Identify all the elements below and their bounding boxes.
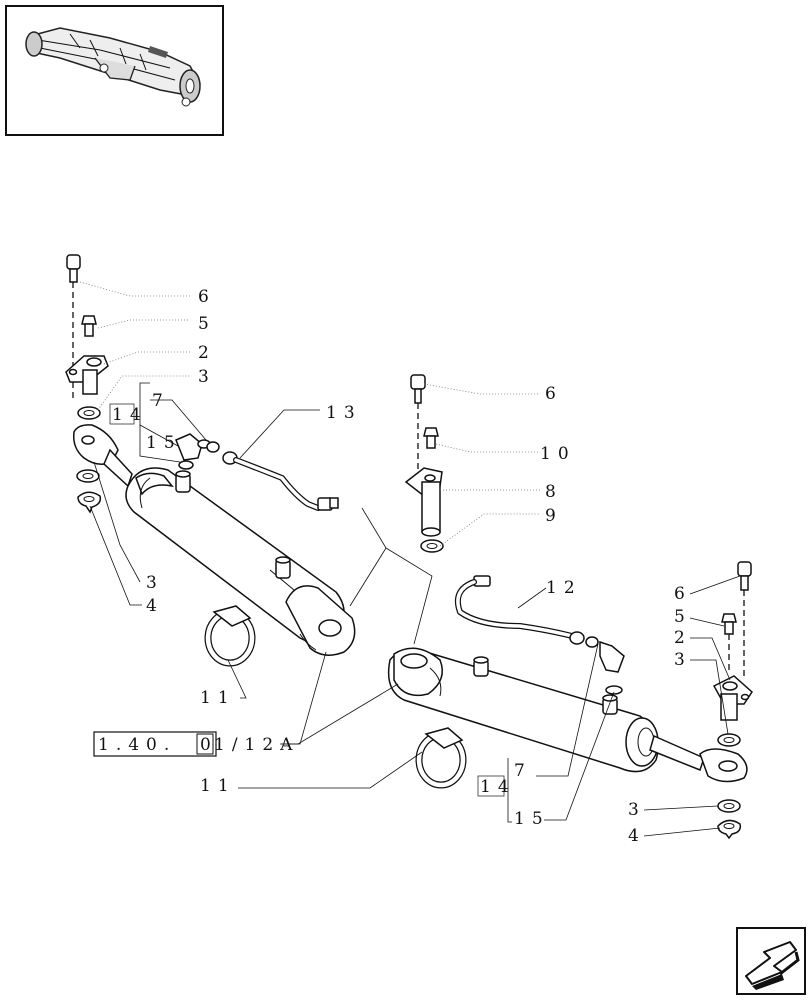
right-lower-washer[interactable] [717, 799, 741, 813]
left-seal[interactable] [178, 460, 194, 470]
center-nipple-callout[interactable]: 10 [540, 444, 576, 464]
center-bolt[interactable] [410, 374, 426, 470]
right-bolt-callout[interactable]: 6 [674, 584, 685, 604]
left-washer-top-callout[interactable]: 3 [198, 367, 209, 387]
center-parts [404, 374, 444, 553]
right-circlip[interactable] [717, 819, 742, 840]
left-cylinder-assembly [65, 254, 356, 667]
right-hose[interactable] [454, 575, 585, 645]
left-pin[interactable] [65, 355, 109, 395]
reference-boxed-digit: 0 [200, 735, 211, 755]
left-nipple-callout[interactable]: 5 [198, 314, 209, 334]
right-union[interactable] [585, 636, 625, 673]
left-washer-bottom-callout[interactable]: 3 [146, 573, 157, 593]
left-lower-washer[interactable] [76, 469, 100, 483]
callout-labels: 6 5 2 3 14 7 15 13 3 4 11 1.40. 0 1/12A … [93, 287, 685, 846]
center-sleeve-callout[interactable]: 8 [545, 482, 556, 502]
reference-box[interactable]: 1.40. 0 1/12A [93, 731, 299, 757]
left-grease-nipple[interactable] [81, 315, 97, 337]
left-clamp-callout[interactable]: 11 [200, 688, 236, 708]
reference-suffix: 1/12A [214, 735, 299, 755]
right-bolt[interactable] [737, 561, 752, 680]
right-washer-top-callout[interactable]: 3 [674, 650, 685, 670]
right-rod-eye[interactable] [699, 748, 748, 783]
left-seal-callout[interactable]: 15 [146, 433, 182, 453]
left-upper-washer[interactable] [77, 406, 101, 420]
leader-lines [79, 281, 741, 837]
right-nipple-callout[interactable]: 5 [674, 607, 685, 627]
right-clamp-callout[interactable]: 11 [200, 776, 236, 796]
left-bolt[interactable] [66, 254, 81, 400]
center-bolt-callout[interactable]: 6 [545, 384, 556, 404]
right-seal[interactable] [605, 685, 623, 695]
left-hose-callout[interactable]: 13 [326, 403, 362, 423]
left-union[interactable] [175, 433, 220, 461]
right-clamp[interactable] [415, 727, 467, 789]
left-bolt-callout[interactable]: 6 [198, 287, 209, 307]
right-grease-nipple[interactable] [721, 613, 737, 672]
center-sleeve[interactable] [404, 467, 443, 537]
arrow-left-down-icon [745, 941, 800, 990]
left-hose[interactable] [222, 451, 339, 511]
right-cylinder-barrel[interactable] [387, 647, 705, 773]
right-circlip-callout[interactable]: 4 [628, 826, 639, 846]
left-bracket-group-callout[interactable]: 14 [112, 405, 148, 425]
right-pin-callout[interactable]: 2 [674, 628, 685, 648]
left-cylinder-barrel[interactable] [125, 467, 356, 656]
right-upper-washer[interactable] [717, 733, 741, 747]
center-washer-callout[interactable]: 9 [545, 506, 556, 526]
axle-thumbnail-drawing [25, 27, 201, 107]
center-washer[interactable] [420, 539, 444, 553]
right-union-callout[interactable]: 7 [514, 761, 525, 781]
right-seal-callout[interactable]: 15 [514, 809, 550, 829]
axle-thumbnail[interactable] [5, 5, 224, 136]
reference-prefix: 1.40. [98, 735, 176, 755]
left-clamp[interactable] [204, 605, 256, 667]
left-pin-callout[interactable]: 2 [198, 343, 209, 363]
right-washer-bottom-callout[interactable]: 3 [628, 800, 639, 820]
right-cylinder-assembly [387, 561, 753, 840]
left-circlip[interactable] [77, 491, 102, 514]
left-circlip-callout[interactable]: 4 [146, 596, 157, 616]
right-hose-callout[interactable]: 12 [546, 578, 582, 598]
left-union-callout[interactable]: 7 [152, 391, 163, 411]
right-bracket-group-callout[interactable]: 14 [480, 777, 516, 797]
previous-page-arrow-button[interactable] [736, 927, 806, 995]
center-grease-nipple[interactable] [423, 427, 439, 449]
